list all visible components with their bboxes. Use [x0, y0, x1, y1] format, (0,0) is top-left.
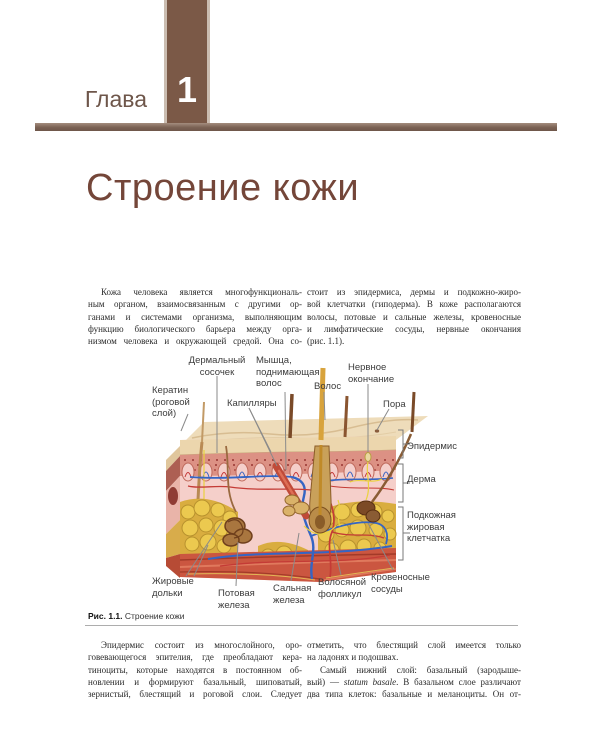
text-line: Эпидермис состоит из многослойного, оро- [101, 640, 302, 650]
text-line: и лимфатические сосуды, нервные окончани… [307, 323, 521, 334]
label-blood-vessels: Кровеносные сосуды [371, 572, 430, 595]
label-subcutaneous-fat: Подкожная жировая клетчатка [407, 510, 456, 544]
label-epidermis: Эпидермис [407, 441, 457, 452]
skin-diagram [166, 367, 428, 587]
chapter-number: 1 [176, 69, 198, 110]
label-nerve-ending: Нервное окончание [348, 362, 395, 385]
figure-caption-number: Рис. 1.1. [88, 611, 123, 621]
intro-right-column: стоит из эпидермиса, дермы и подкожно-жи… [307, 286, 521, 347]
label-arrector-muscle: Мышца, поднимающая волос [256, 355, 320, 389]
text-line: зернистый, блестящий и роговой слои. Сле… [88, 689, 302, 700]
label-capillaries: Капилляры [227, 398, 277, 409]
text-line: новлении и формируют базальный, шиповаты… [88, 676, 302, 687]
label-fat-lobules: Жировые дольки [152, 576, 194, 599]
text-line: Кожа человека является многофункциональ- [101, 287, 302, 297]
text-line: два типа клеток: базальные и меланоциты.… [307, 689, 521, 700]
chapter-label: Глава [84, 86, 147, 112]
label-pore: Пора [383, 399, 406, 410]
label-sweat-gland: Потовая железа [218, 588, 255, 611]
label-dermis: Дерма [407, 474, 436, 485]
label-dermal-papilla: Дермальный сосочек [188, 355, 246, 378]
label-keratin: Кератин (роговой слой) [152, 385, 190, 419]
page-title: Строение кожи [86, 167, 360, 209]
label-sebaceous-gland: Сальная железа [273, 583, 312, 606]
figure-caption: Рис. 1.1. Строение кожи [88, 611, 185, 621]
header-rule [35, 123, 557, 131]
text-line: волосы, потовые и сальные железы, кровен… [307, 311, 521, 322]
chapter-number-tab: 1 [164, 0, 210, 126]
text-line: на ладонях и подошвах. [307, 652, 399, 663]
label-hair-follicle: Волосяной фолликул [318, 577, 367, 600]
latin-term: statum basale [343, 676, 397, 687]
text-line: отметить, что блестящий слой имеется тол… [307, 640, 521, 650]
intro-left-column: Кожа человека является многофункциональ-… [88, 286, 302, 347]
body-left-column: Эпидермис состоит из многослойного, оро-… [88, 639, 302, 700]
text-line: тиноциты, которые находятся в постоянном… [88, 664, 302, 675]
text-line: низмом человека и окружающей средой. Она… [88, 336, 302, 347]
caption-rule [85, 625, 518, 626]
label-hair: Волос [314, 381, 342, 392]
text-line: ным органом, взаимосвязанным с другими о… [88, 299, 302, 310]
text-line: Самый нижний слой: базальный (зародыше- [320, 664, 521, 675]
text-line: ганами и системами организма, выполняющи… [88, 311, 302, 322]
text-line: вой клетчатки (гиподерма). В коже распол… [307, 299, 521, 310]
body-right-column: отметить, что блестящий слой имеется тол… [307, 639, 521, 700]
text-line: стоит из эпидермиса, дермы и подкожно-жи… [307, 287, 521, 297]
figure-caption-text: Строение кожи [122, 611, 185, 621]
text-line: говевающегося эпителия, где преобладают … [88, 652, 302, 663]
text-line: функцию биологического барьера между орг… [88, 323, 302, 334]
text-line: вый) — statum basale. В базальном слое р… [307, 676, 521, 687]
text-line: (рис. 1.1). [307, 336, 345, 347]
